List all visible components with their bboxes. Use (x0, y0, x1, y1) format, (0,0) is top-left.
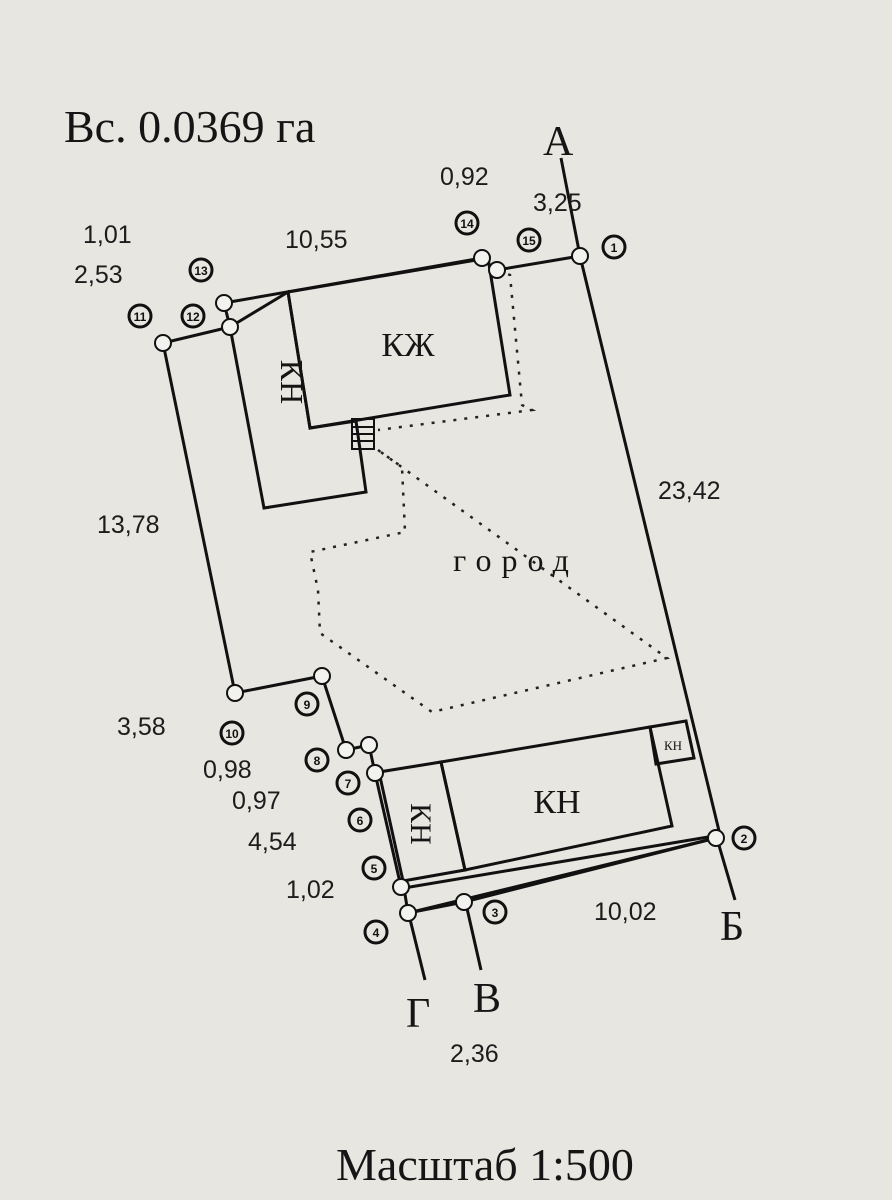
building-kn-bottom-long (439, 725, 674, 872)
direction-label-a: А (543, 119, 574, 165)
point-5-marker: 5 (361, 855, 387, 881)
point-8-marker: 8 (304, 747, 330, 773)
point-15-marker: 15 (516, 227, 542, 253)
direction-line-b (716, 841, 737, 901)
boundary-segment-bottom-right (463, 836, 717, 904)
zone-label-garden: город (453, 542, 579, 578)
point-7-marker: 7 (335, 770, 361, 796)
direction-label-v: В (473, 976, 501, 1022)
scale-label: Масштаб 1:500 (336, 1139, 634, 1190)
point-11-marker: 11 (127, 303, 153, 329)
svg-text:6: 6 (357, 814, 364, 828)
building-kn-left (228, 289, 368, 510)
building-kn-bottom-small-label: КН (404, 803, 437, 845)
dotted-path-top (377, 268, 537, 432)
svg-text:8: 8 (314, 754, 321, 768)
point-3-marker: 3 (482, 899, 508, 925)
direction-line-a (559, 157, 582, 257)
svg-text:1: 1 (611, 241, 618, 255)
dimension-23-42: 23,42 (658, 477, 721, 505)
area-label: Вс. 0.0369 га (64, 101, 315, 152)
dimension-4-54: 4,54 (248, 828, 297, 856)
svg-text:10: 10 (225, 727, 239, 741)
point-12-marker: 12 (180, 303, 206, 329)
point-13-marker: 13 (188, 257, 214, 283)
dimension-0-92: 0,92 (440, 163, 489, 191)
dimension-2-53: 2,53 (74, 261, 123, 289)
dimension-0-97: 0,97 (232, 787, 281, 815)
svg-text:4: 4 (373, 926, 380, 940)
dimension-10-02: 10,02 (594, 898, 657, 926)
survey-points (154, 247, 725, 922)
boundary-segment-bottom (407, 900, 465, 915)
building-kn-tiny-label: КН (664, 738, 682, 753)
svg-text:11: 11 (134, 310, 147, 324)
svg-text:13: 13 (194, 264, 208, 278)
dimension-1-02: 1,02 (286, 876, 335, 904)
dimension-3-58: 3,58 (117, 713, 166, 741)
direction-line-v (464, 903, 483, 971)
svg-text:15: 15 (522, 234, 536, 248)
point-markers: 1 2 3 4 5 6 7 8 9 10 11 12 13 14 15 (127, 210, 757, 945)
svg-text:9: 9 (304, 698, 311, 712)
garden-area (308, 448, 670, 714)
point-14-marker: 14 (454, 210, 480, 236)
point-10-marker: 10 (219, 720, 245, 746)
plot-boundary-west (161, 256, 483, 888)
dimension-3-25: 3,25 (533, 189, 582, 217)
direction-label-b: Б (720, 904, 744, 950)
point-2-marker: 2 (731, 825, 757, 851)
building-kzh-label: КЖ (381, 327, 435, 364)
svg-text:14: 14 (460, 217, 474, 231)
point-1-marker: 1 (601, 234, 627, 260)
point-9-marker: 9 (294, 691, 320, 717)
direction-line-g (407, 914, 427, 981)
building-kn-tiny (648, 719, 696, 766)
svg-text:12: 12 (186, 310, 200, 324)
dimension-13-78: 13,78 (97, 511, 160, 539)
svg-text:7: 7 (345, 777, 352, 791)
stairs (351, 418, 375, 450)
point-6-marker: 6 (347, 807, 373, 833)
dimension-0-98: 0,98 (203, 756, 252, 784)
building-kn-bottom-long-label: КН (533, 784, 580, 821)
svg-text:3: 3 (492, 906, 499, 920)
point-4-marker: 4 (363, 919, 389, 945)
dimension-1-01: 1,01 (83, 221, 132, 249)
dimension-2-36: 2,36 (450, 1040, 499, 1068)
building-kn-left-label: КН (274, 360, 310, 404)
svg-text:5: 5 (371, 862, 378, 876)
svg-text:2: 2 (741, 832, 748, 846)
dimension-10-55: 10,55 (285, 226, 348, 254)
direction-label-g: Г (406, 991, 430, 1037)
